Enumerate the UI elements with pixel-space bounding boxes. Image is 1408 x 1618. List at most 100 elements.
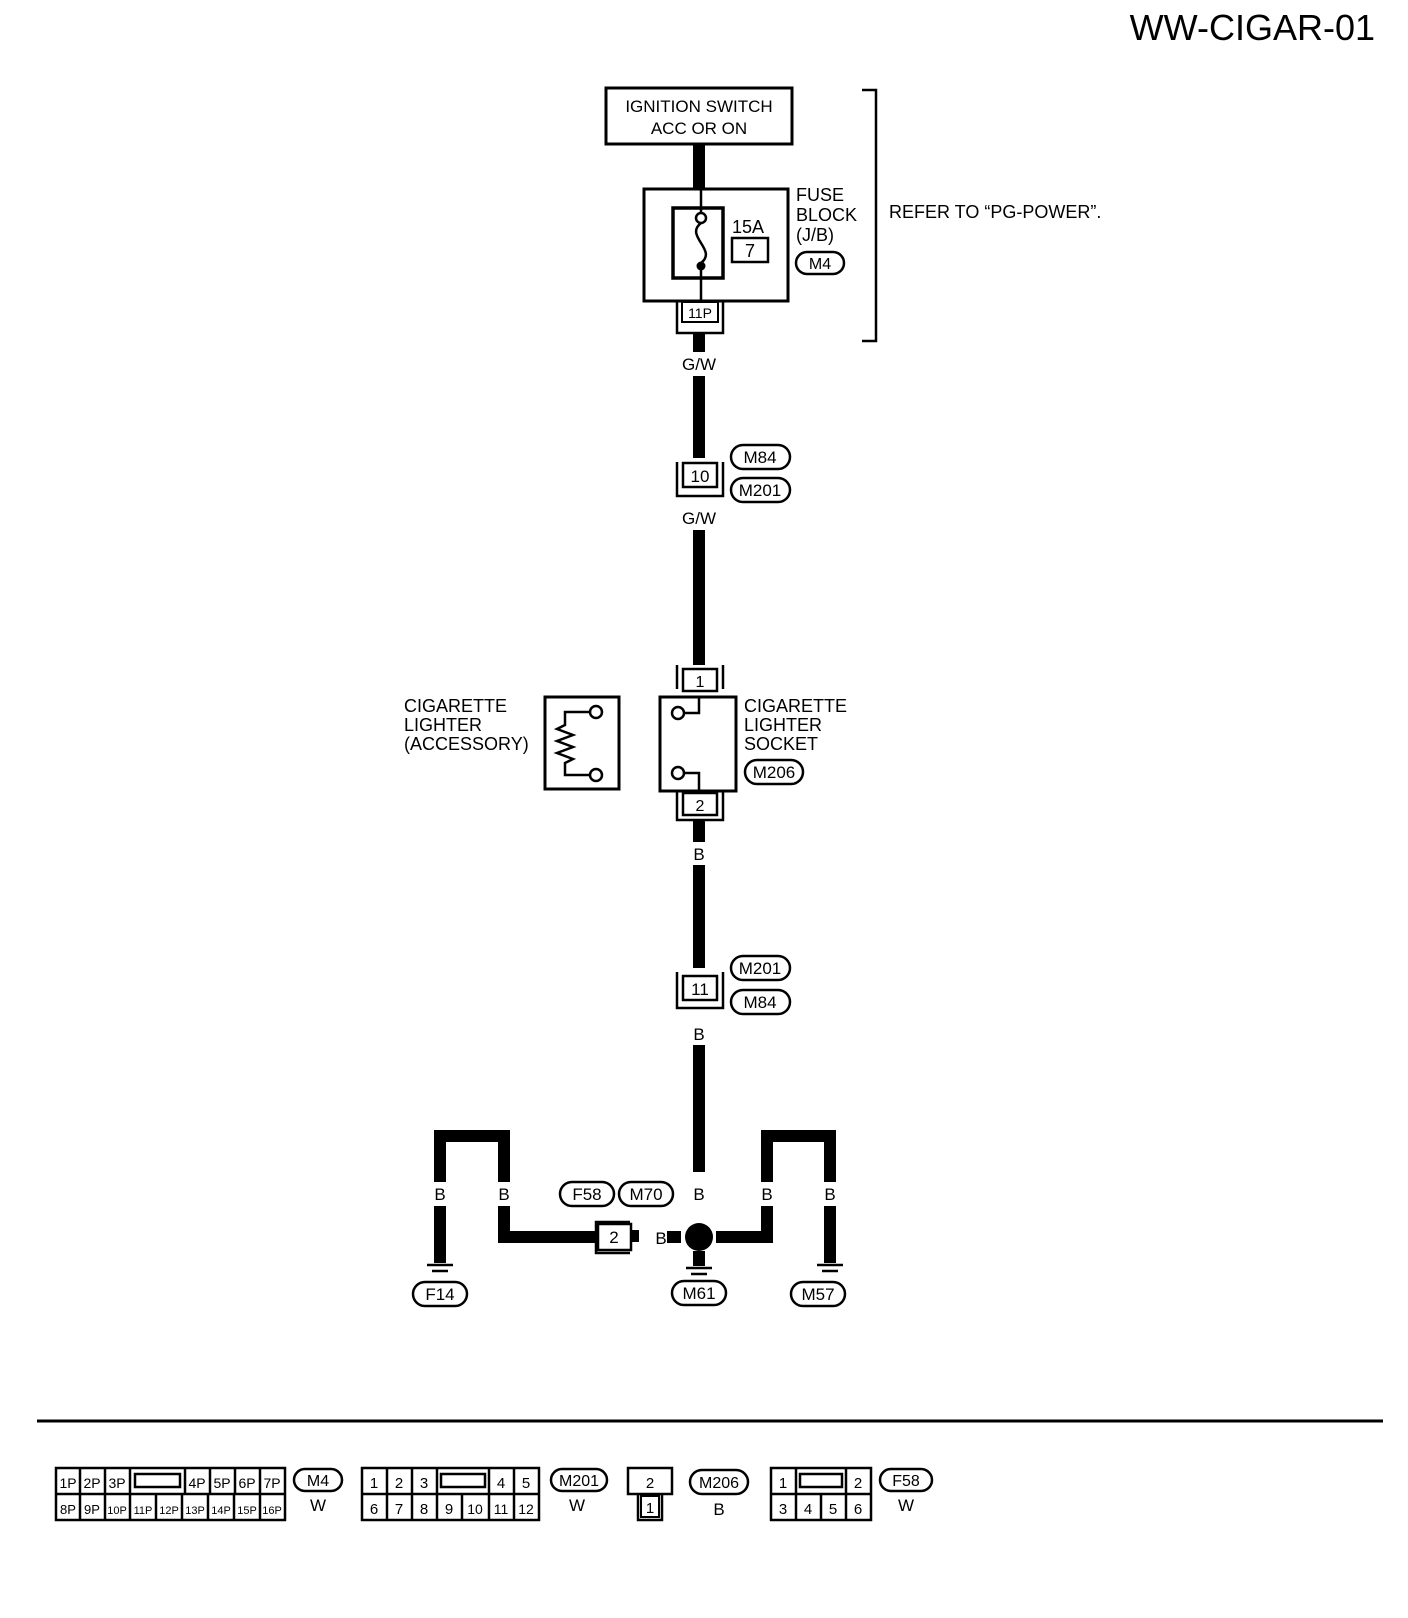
connector-11-tag-top-label: M201 (739, 959, 782, 978)
fuse-number-box (730, 236, 770, 264)
legend-m201-cell: 12 (518, 1501, 534, 1517)
connector-10-tag-top-label: M84 (743, 448, 776, 467)
legend-m4-cell: 15P (237, 1505, 257, 1517)
ground-connector-tag-right (617, 1180, 675, 1208)
socket-pin2-bracket (675, 791, 725, 822)
legend-m4-cell: 13P (185, 1505, 205, 1517)
legend-f58-cell: 4 (804, 1501, 812, 1518)
connector-10-tag-bottom (729, 476, 792, 504)
ground-connector-bracket (594, 1220, 630, 1255)
legend-f58-cell: 2 (854, 1475, 862, 1492)
wire-splice-right (716, 1206, 773, 1243)
lighter-accessory-label-1: CIGARETTE (404, 696, 507, 716)
legend-f58-cell: 6 (854, 1501, 862, 1518)
legend-m201-cell: 5 (522, 1475, 530, 1492)
legend-m4-cell: 5P (213, 1475, 230, 1491)
fuse-element-icon (694, 222, 708, 264)
legend-connector-m4 (54, 1466, 287, 1522)
fuse-number: 7 (745, 241, 755, 261)
page-id: WW-CIGAR-01 (1130, 7, 1375, 48)
legend-f58-tag-label: F58 (892, 1473, 920, 1490)
socket-pin1-label: 1 (696, 674, 705, 691)
lighter-accessory-label-2: LIGHTER (404, 715, 482, 735)
legend-m201-tag (549, 1467, 609, 1493)
socket-pin2-box (681, 791, 719, 817)
legend-m201-cell: 8 (420, 1501, 428, 1518)
legend-connector-m206 (626, 1466, 674, 1522)
lighter-heater-coil-icon (553, 710, 590, 777)
connector-11-tag-bottom-label: M84 (743, 993, 776, 1012)
legend-m206-cell: 1 (646, 1500, 654, 1517)
wire-color-gw-top: G/W (682, 355, 716, 374)
connector-11-box (681, 974, 719, 1002)
legend-m4-cell: 6P (238, 1475, 255, 1491)
ignition-switch-label-2: ACC OR ON (651, 119, 747, 138)
legend-m206-tag-label: M206 (699, 1475, 739, 1492)
legend-m4-cell: 14P (211, 1505, 231, 1517)
wire-color-f14-right: B (498, 1185, 509, 1204)
legend-m206-tag (688, 1468, 750, 1496)
legend-m4-color: W (310, 1496, 326, 1515)
legend-m206-cell: 2 (646, 1475, 654, 1492)
legend-m201-cell: 6 (370, 1501, 378, 1518)
connector-11-tag-top (729, 954, 792, 982)
ground-connector-tag-right-label: M70 (629, 1185, 662, 1204)
ground-tag-m61 (670, 1279, 728, 1307)
socket-connector-label: M206 (753, 763, 796, 782)
socket-contact-bottom-lead (684, 771, 701, 791)
wire-color-m57-right: B (824, 1185, 835, 1204)
lighter-accessory-contact-bottom (588, 767, 604, 783)
legend-m201-cell: 3 (420, 1475, 428, 1492)
lighter-accessory-label-3: (ACCESSORY) (404, 734, 529, 754)
legend-m201-cell: 4 (497, 1475, 505, 1492)
ground-symbol-m57 (817, 1263, 843, 1273)
ground-connector-tag-left (558, 1180, 616, 1208)
ground-tag-m57 (789, 1280, 847, 1308)
wire-color-splice: B (655, 1229, 666, 1248)
wire-color-f14-left: B (434, 1185, 445, 1204)
legend-m4-cell: 3P (108, 1475, 125, 1491)
ground-tag-m61-label: M61 (682, 1284, 715, 1303)
socket-pin1-box (681, 667, 719, 693)
ground-connector-pin: 2 (609, 1228, 618, 1247)
ground-symbol-m61 (686, 1266, 712, 1276)
socket-label-2: LIGHTER (744, 715, 822, 735)
legend-f58-cell: 3 (779, 1501, 787, 1518)
legend-m206-color: B (713, 1500, 724, 1519)
legend-m4-cell: 9P (84, 1502, 100, 1517)
legend-f58-cell: 1 (779, 1475, 787, 1492)
legend-m4-cell: 8P (60, 1502, 76, 1517)
legend-m201-cell: 7 (395, 1501, 403, 1518)
connector-10-tag-top (729, 443, 792, 471)
fuse-terminal-bottom (696, 261, 706, 271)
legend-m4-cell: 7P (263, 1475, 280, 1491)
refer-bracket (862, 88, 878, 343)
legend-m201-tag-label: M201 (559, 1473, 599, 1490)
lighter-accessory-contact-top (588, 704, 604, 720)
ignition-switch-label-1: IGNITION SWITCH (625, 97, 772, 116)
splice-point (685, 1223, 713, 1251)
legend-m4-cell: 4P (188, 1475, 205, 1491)
socket-contact-bottom (670, 765, 686, 781)
legend-connector-m201 (360, 1466, 541, 1522)
legend-m4-cell: 2P (83, 1475, 100, 1491)
legend-connector-f58 (769, 1466, 873, 1522)
connector-10-bracket (675, 462, 725, 498)
legend-m201-cell: 1 (370, 1475, 378, 1492)
legend-m201-cell: 11 (494, 1501, 509, 1517)
connector-11-pin: 11 (691, 980, 709, 999)
ground-tag-f14-label: F14 (425, 1285, 454, 1304)
fuse-terminal-box (681, 301, 719, 323)
ignition-switch-box (604, 86, 794, 146)
socket-pin1-bracket (675, 665, 725, 689)
fuse-terminal-label: 11P (688, 305, 712, 321)
socket-label-1: CIGARETTE (744, 696, 847, 716)
ground-tag-f14 (411, 1280, 469, 1308)
socket-contact-top (670, 705, 686, 721)
socket-connector-tag (743, 758, 805, 786)
fuse-amperage: 15A (732, 217, 764, 237)
fuse-terminal-top (694, 211, 708, 225)
legend-m4-tag-label: M4 (307, 1473, 329, 1490)
connector-11-bracket (675, 972, 725, 1010)
